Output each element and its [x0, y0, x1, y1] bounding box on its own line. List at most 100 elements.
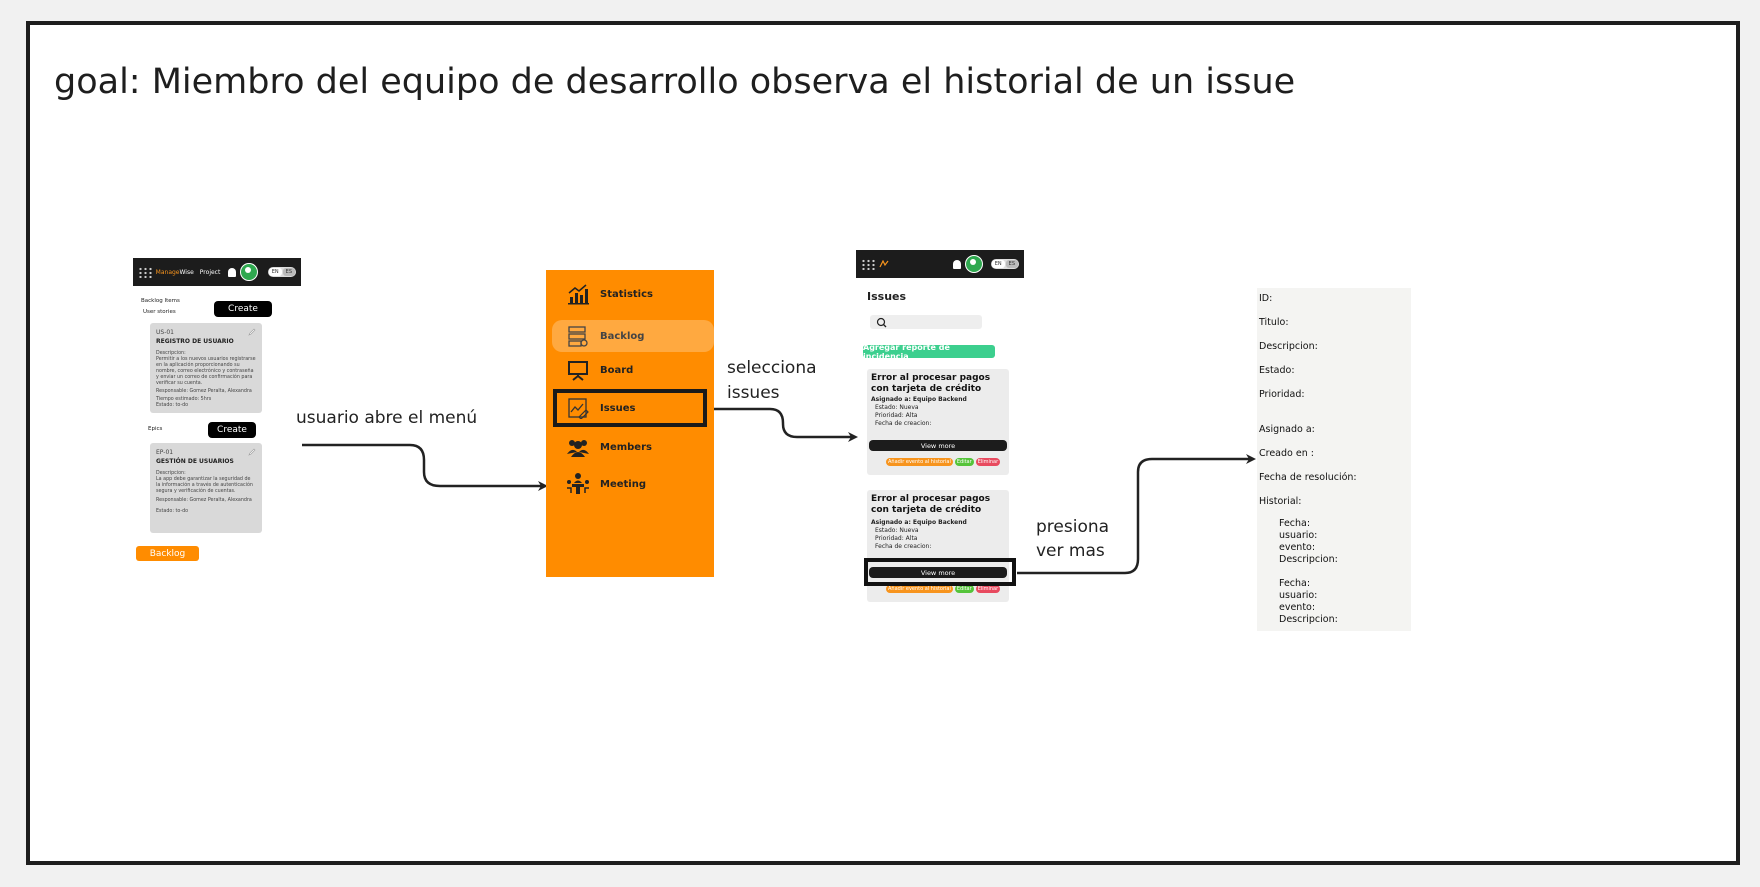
issue-actions: Añadir evento al historial Editar Elimin… [886, 458, 1001, 466]
menu-item-members[interactable]: Members [546, 435, 714, 459]
edit-button[interactable]: Editar [954, 585, 974, 593]
menu-item-issues[interactable]: Issues [546, 396, 714, 420]
pencil-icon[interactable] [248, 328, 256, 336]
issues-screen: EN ES Issues Agregar reporte de incidenc… [856, 250, 1024, 605]
step2-label-line1: selecciona [727, 358, 817, 378]
add-event-button[interactable]: Añadir evento al historial [886, 585, 953, 593]
story-desc: Permitir a los nuevos usuarios registrar… [156, 357, 256, 386]
meeting-icon [567, 473, 589, 494]
issue-priority: Prioridad: Alta [875, 412, 918, 419]
menu-item-backlog[interactable]: Backlog [552, 320, 714, 352]
lang-en[interactable]: EN [268, 268, 282, 276]
top-bar: ManageWise Project EN ES [133, 258, 301, 286]
side-menu: Statistics Backlog Board Issues Members … [546, 270, 714, 577]
description-field: Descripcion: [1259, 341, 1318, 352]
goal-title: goal: Miembro del equipo de desarrollo o… [54, 62, 1296, 102]
language-toggle[interactable]: EN ES [267, 267, 296, 277]
story-title: REGISTRO DE USUARIO [156, 338, 234, 345]
title-field: Titulo: [1259, 317, 1289, 328]
apps-grid-icon[interactable] [138, 266, 152, 278]
arrow-3 [1017, 454, 1256, 575]
state-field: Estado: [1259, 365, 1295, 376]
assigned-field: Asignado a: [1259, 424, 1315, 435]
story-desc-label: Descripcion: [156, 351, 186, 356]
history-entry-user: usuario: [1279, 590, 1318, 601]
view-more-highlight-box [864, 558, 1016, 586]
search-icon [876, 317, 887, 328]
history-entry-event: evento: [1279, 602, 1316, 613]
menu-item-board[interactable]: Board [546, 358, 714, 382]
lang-en[interactable]: EN [991, 260, 1005, 268]
language-toggle[interactable]: EN ES [990, 259, 1019, 269]
menu-item-label: Members [600, 441, 652, 453]
issues-icon [568, 398, 589, 419]
backlog-icon [568, 326, 588, 347]
created-field: Creado en : [1259, 448, 1314, 459]
avatar[interactable] [964, 255, 983, 273]
project-link[interactable]: Project [199, 268, 221, 276]
story-state: Estado: to-do [156, 403, 189, 408]
lang-es[interactable]: ES [1005, 260, 1018, 268]
epics-heading: Epics [148, 426, 163, 432]
avatar[interactable] [240, 263, 258, 281]
issue-assigned: Asignado a: Equipo Backend [871, 519, 967, 526]
issue-title-line1: Error al procesar pagos [871, 373, 991, 383]
issue-created: Fecha de creacion: [875, 420, 932, 427]
issues-highlight-box [553, 389, 707, 427]
user-story-card[interactable]: US-01 REGISTRO DE USUARIO Descripcion: P… [150, 323, 262, 413]
user-stories-heading: User stories [143, 309, 176, 315]
step3-label-line1: presiona [1036, 517, 1110, 537]
issue-title-line1: Error al procesar pagos [871, 494, 991, 504]
backlog-screen: ManageWise Project EN ES Backlog Items U… [133, 258, 301, 568]
menu-item-label: Meeting [600, 478, 647, 490]
epic-state: Estado: to-do [156, 509, 189, 514]
add-event-button[interactable]: Añadir evento al historial [886, 458, 953, 466]
story-estimate: Tiempo estimado: 5hrs [156, 397, 212, 402]
arrow-1 [302, 443, 548, 491]
epic-title: GESTIÓN DE USUARIOS [156, 458, 234, 465]
issue-history-panel: ID: Titulo: Descripcion: Estado: Priorid… [1257, 288, 1411, 631]
backlog-items-heading: Backlog Items [141, 298, 180, 304]
create-epic-button[interactable]: Create [208, 422, 256, 438]
view-more-button[interactable]: View more [869, 567, 1007, 578]
menu-item-meeting[interactable]: Meeting [546, 471, 714, 497]
menu-item-statistics[interactable]: Statistics [546, 282, 714, 306]
bell-icon[interactable] [228, 267, 237, 277]
issue-card[interactable]: Error al procesar pagos con tarjeta de c… [867, 369, 1009, 475]
menu-item-label: Statistics [600, 288, 653, 300]
search-input[interactable] [870, 315, 982, 329]
create-story-button[interactable]: Create [214, 301, 272, 317]
add-report-button[interactable]: Agregar reporte de incidencia [863, 343, 995, 361]
id-field: ID: [1259, 293, 1273, 304]
arrow-2 [707, 407, 858, 442]
members-icon [567, 440, 589, 457]
bell-icon[interactable] [952, 259, 961, 269]
step3-label-line2: ver mas [1036, 541, 1105, 561]
view-more-button[interactable]: View more [869, 440, 1007, 451]
top-bar: EN ES [856, 250, 1024, 278]
step1-label: usuario abre el menú [296, 408, 478, 428]
history-entry-desc: Descripcion: [1279, 554, 1338, 565]
history-entry-date: Fecha: [1279, 518, 1311, 529]
delete-button[interactable]: Eliminar [975, 458, 1001, 466]
menu-item-label: Backlog [600, 330, 645, 342]
app-logo: ManageWise [155, 268, 194, 276]
statistics-icon [568, 284, 589, 305]
issues-heading: Issues [867, 290, 907, 303]
apps-grid-icon[interactable] [861, 258, 875, 270]
menu-item-label: Issues [600, 402, 636, 414]
epic-card[interactable]: EP-01 GESTIÓN DE USUARIOS Descripcion: L… [150, 443, 262, 533]
backlog-button[interactable]: Backlog [136, 546, 199, 561]
step2-label-line2: issues [727, 383, 780, 403]
issue-title-line2: con tarjeta de crédito [871, 505, 982, 515]
story-owner: Responsable: Gomez Peralta, Alexandra [156, 389, 252, 394]
pencil-icon[interactable] [248, 448, 256, 456]
history-entry-user: usuario: [1279, 530, 1318, 541]
issue-created: Fecha de creacion: [875, 543, 932, 550]
priority-field: Prioridad: [1259, 389, 1305, 400]
edit-button[interactable]: Editar [954, 458, 974, 466]
history-entry-event: evento: [1279, 542, 1316, 553]
delete-button[interactable]: Eliminar [975, 585, 1001, 593]
lang-es[interactable]: ES [282, 268, 295, 276]
